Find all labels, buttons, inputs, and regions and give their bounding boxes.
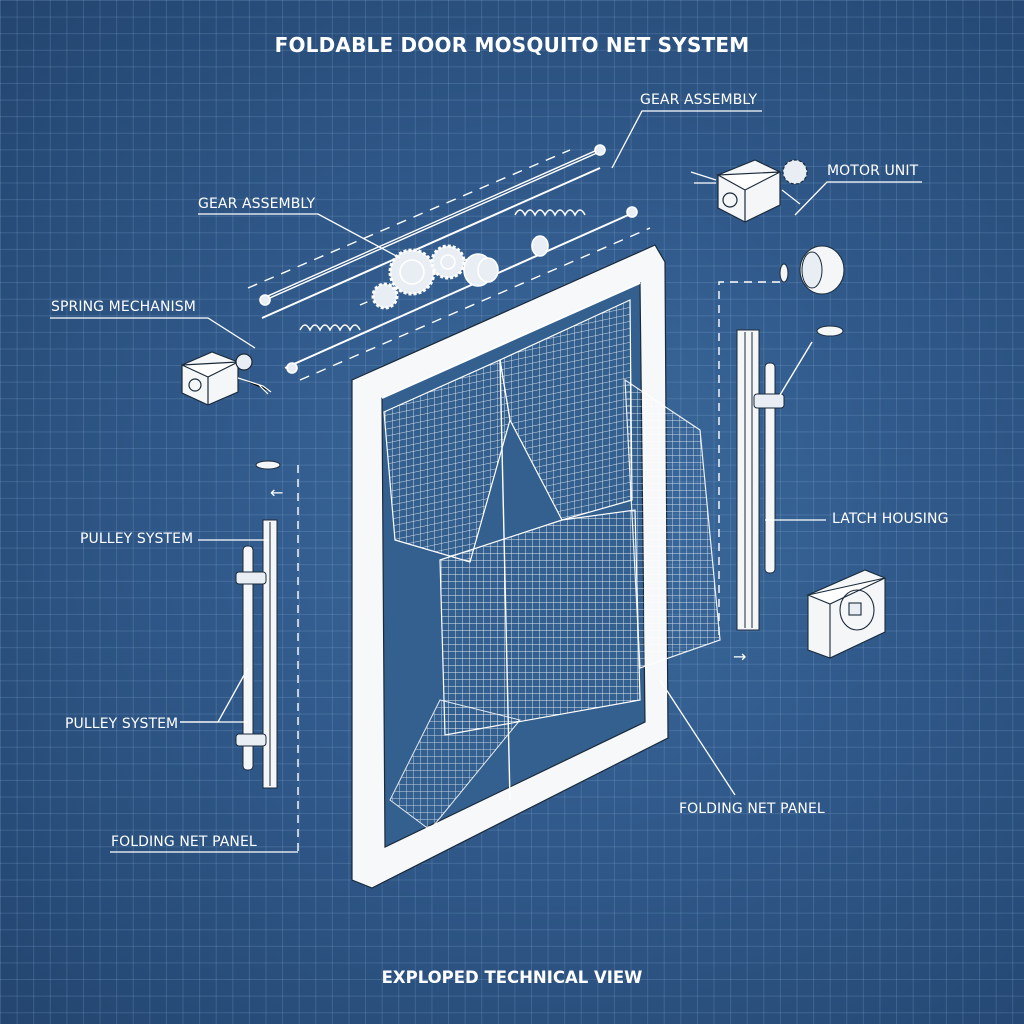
label-spring-mechanism: SPRING MECHANISM <box>51 299 196 315</box>
dashed-guide-right <box>718 281 780 640</box>
label-gear-assembly-left: GEAR ASSEMBLY <box>198 196 316 212</box>
label-latch-housing: LATCH HOUSING <box>832 511 949 527</box>
label-folding-net-panel-left: FOLDING NET PANEL <box>111 834 257 850</box>
left-pulley-rail <box>235 460 281 789</box>
spring-mechanism-box-icon <box>181 351 272 406</box>
gear-icon <box>371 235 549 310</box>
diagram-title: FOLDABLE DOOR MOSQUITO NET SYSTEM <box>274 33 750 57</box>
leader-lines <box>50 110 922 853</box>
pulley-clamp-icon <box>235 571 267 747</box>
spring-icon <box>299 209 586 332</box>
arrow-right-icon: → <box>733 647 746 666</box>
right-side-rail <box>736 329 785 631</box>
label-gear-assembly-top: GEAR ASSEMBLY <box>640 92 758 108</box>
label-pulley-system-bottom: PULLEY SYSTEM <box>65 716 179 732</box>
door-frame-with-net <box>351 244 721 889</box>
label-folding-net-panel-right: FOLDING NET PANEL <box>679 801 825 817</box>
arrow-left-icon: ← <box>270 483 283 502</box>
clamp-icon <box>753 393 785 409</box>
end-cap-icon <box>779 245 845 295</box>
motor-unit-icon <box>690 159 808 223</box>
washer-icon <box>816 325 844 337</box>
washer-leader-line <box>779 341 813 396</box>
label-motor-unit: MOTOR UNIT <box>827 163 919 179</box>
latch-box-icon <box>806 569 886 659</box>
label-pulley-system-top: PULLEY SYSTEM <box>80 531 194 547</box>
diagram-subtitle: EXPLOPED TECHNICAL VIEW <box>381 968 643 987</box>
top-rail-gear-assembly <box>247 144 651 381</box>
